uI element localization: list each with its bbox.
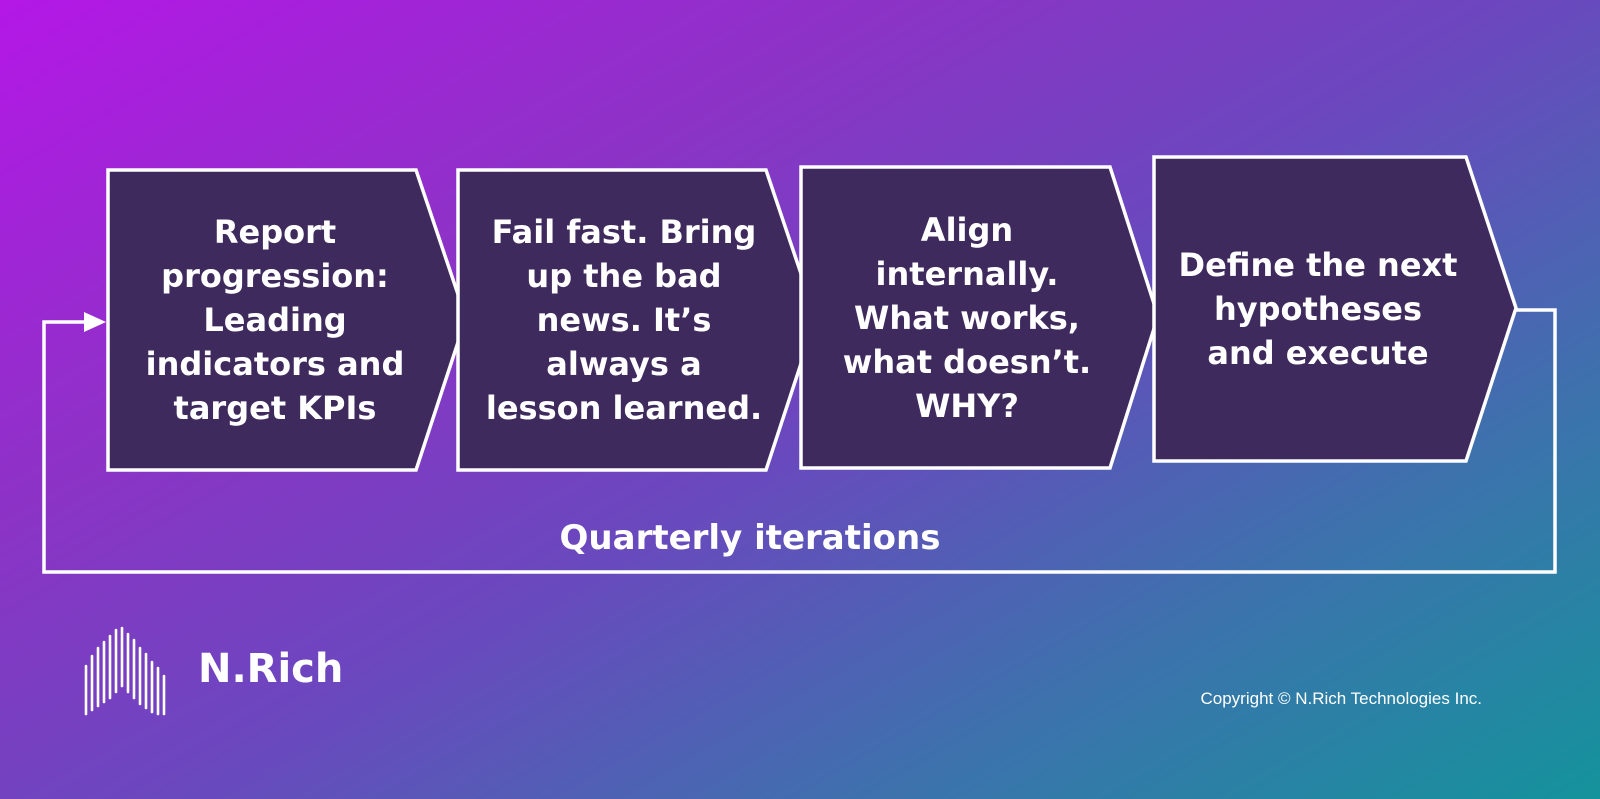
step-2-chevron [456,168,818,472]
loop-label: Quarterly iterations [559,518,941,558]
feedback-loop-line [42,308,1557,574]
nrich-logo-icon [84,626,166,716]
feedback-loop-arrow-icon [84,312,106,332]
step-4-text: Define the next hypotheses and execute [1178,246,1458,372]
brand-name: N.Rich [198,646,344,692]
step-2-text: Fail fast. Bring up the bad news. It’s a… [485,213,763,427]
step-3-text: Align internally. What works, what doesn… [842,210,1092,425]
step-4-chevron [1152,155,1518,463]
copyright-text: Copyright © N.Rich Technologies Inc. [1200,689,1482,708]
step-1-chevron [106,168,468,472]
step-3-chevron [799,165,1160,470]
step-1-text: Report progression: Leading indicators a… [145,213,405,427]
